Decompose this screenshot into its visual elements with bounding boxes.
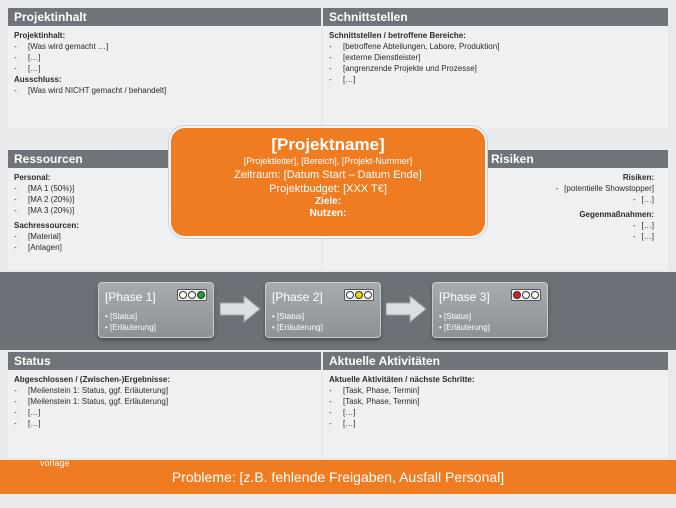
- subheading-naechste-schritte: Aktuelle Aktivitäten / nächste Schritte:: [329, 375, 475, 384]
- light-dot: [354, 291, 363, 299]
- subheading-schnittstellen: Schnittstellen / betroffene Bereiche:: [329, 31, 466, 40]
- problems-bar: Probleme: [z.B. fehlende Freigaben, Ausf…: [0, 460, 676, 494]
- phase-explanation: • [Erläuterung]: [272, 323, 323, 332]
- list-item: -[externe Dienstleister]: [329, 53, 421, 62]
- arrow-right-icon: [386, 294, 426, 324]
- list-item: -[Was wird NICHT gemacht / behandelt]: [14, 86, 167, 95]
- phase-title: [Phase 3]: [439, 290, 490, 304]
- phase-status: • [Status]: [439, 312, 472, 321]
- list-item: -[Task, Phase, Termin]: [329, 386, 420, 395]
- light-dot: [196, 291, 205, 299]
- panel-schnittstellen: Schnittstellen Schnittstellen / betroffe…: [323, 8, 668, 128]
- project-summary-box: [Projektname] [Projektleiter], [Bereich]…: [169, 126, 487, 238]
- list-item: -[angrenzende Projekte und Prozesse]: [329, 64, 477, 73]
- list-item: -[Meilenstein 1: Status, ggf. Erläuterun…: [14, 397, 169, 406]
- panel-header-projektinhalt: Projektinhalt: [8, 8, 321, 26]
- project-budget: Projektbudget: [XXX T€]: [269, 183, 387, 195]
- light-dot: [521, 291, 530, 299]
- list-item: -[…]: [329, 75, 356, 84]
- list-item: -[Task, Phase, Termin]: [329, 397, 420, 406]
- project-name: [Projektname]: [271, 135, 385, 154]
- traffic-light-icon: [177, 289, 207, 301]
- subheading-projektinhalt: Projektinhalt:: [14, 31, 66, 40]
- phase-card-2[interactable]: [Phase 2] • [Status] • [Erläuterung]: [265, 282, 381, 338]
- phase-explanation: • [Erläuterung]: [439, 323, 490, 332]
- watermark-label: vorlage: [40, 458, 70, 468]
- phase-card-3[interactable]: [Phase 3] • [Status] • [Erläuterung]: [432, 282, 548, 338]
- project-benefits: Nutzen:: [309, 208, 347, 219]
- list-item: -[…]: [14, 53, 41, 62]
- list-item: -[…]: [329, 408, 356, 417]
- light-dot: [179, 291, 188, 299]
- list-item: -[potentielle Showstopper]: [555, 184, 654, 193]
- list-item: -[MA 2 (20%)]: [14, 195, 75, 204]
- light-dot: [363, 291, 372, 299]
- phase-card-1[interactable]: [Phase 1] • [Status] • [Erläuterung]: [98, 282, 214, 338]
- phase-status: • [Status]: [105, 312, 138, 321]
- subheading-risiken: Risiken:: [622, 173, 654, 182]
- panel-aktuelle-aktivitaeten: Aktuelle Aktivitäten Aktuelle Aktivitäte…: [323, 352, 668, 458]
- panel-status: Status Abgeschlossen / (Zwischen-)Ergebn…: [8, 352, 321, 458]
- phase-title: [Phase 1]: [105, 290, 156, 304]
- subheading-personal: Personal:: [14, 173, 51, 182]
- list-item: -[betroffene Abteilungen, Labore, Produk…: [329, 42, 500, 51]
- light-dot: [187, 291, 196, 299]
- subheading-gegenmassnahmen: Gegenmaßnahmen:: [579, 210, 654, 219]
- list-item: -[…]: [14, 408, 41, 417]
- list-item: -[…]: [14, 419, 41, 428]
- panel-header-status: Status: [8, 352, 321, 370]
- phase-status: • [Status]: [272, 312, 305, 321]
- project-period: Zeitraum: [Datum Start – Datum Ende]: [234, 169, 422, 181]
- project-goals: Ziele:: [314, 196, 342, 207]
- phase-explanation: • [Erläuterung]: [105, 323, 156, 332]
- project-lead-line: [Projektleiter], [Bereich], [Projekt-Num…: [243, 156, 413, 166]
- panel-header-aktivitaeten: Aktuelle Aktivitäten: [323, 352, 668, 370]
- subheading-ausschluss: Ausschluss:: [14, 75, 62, 84]
- list-item: -[Was wird gemacht …]: [14, 42, 109, 51]
- list-item: -[…]: [329, 419, 356, 428]
- light-dot: [513, 291, 522, 299]
- list-item: -[Material]: [14, 232, 61, 241]
- arrow-right-icon: [220, 294, 260, 324]
- panel-header-schnittstellen: Schnittstellen: [323, 8, 668, 26]
- list-item: -[…]: [632, 221, 654, 230]
- list-item: -[…]: [632, 195, 654, 204]
- list-item: -[…]: [14, 64, 41, 73]
- traffic-light-icon: [511, 289, 541, 301]
- panel-projektinhalt: Projektinhalt Projektinhalt: -[Was wird …: [8, 8, 321, 128]
- subheading-sachressourcen: Sachressourcen:: [14, 221, 79, 230]
- list-item: -[MA 3 (20%)]: [14, 206, 75, 215]
- light-dot: [346, 291, 355, 299]
- light-dot: [530, 291, 539, 299]
- list-item: -[Anlagen]: [14, 243, 62, 252]
- phase-title: [Phase 2]: [272, 290, 323, 304]
- subheading-ergebnisse: Abgeschlossen / (Zwischen-)Ergebnisse:: [14, 375, 171, 384]
- traffic-light-icon: [344, 289, 374, 301]
- list-item: -[…]: [632, 232, 654, 241]
- footer-strip: [0, 494, 676, 508]
- list-item: -[Meilenstein 1: Status, ggf. Erläuterun…: [14, 386, 169, 395]
- list-item: -[MA 1 (50%)]: [14, 184, 75, 193]
